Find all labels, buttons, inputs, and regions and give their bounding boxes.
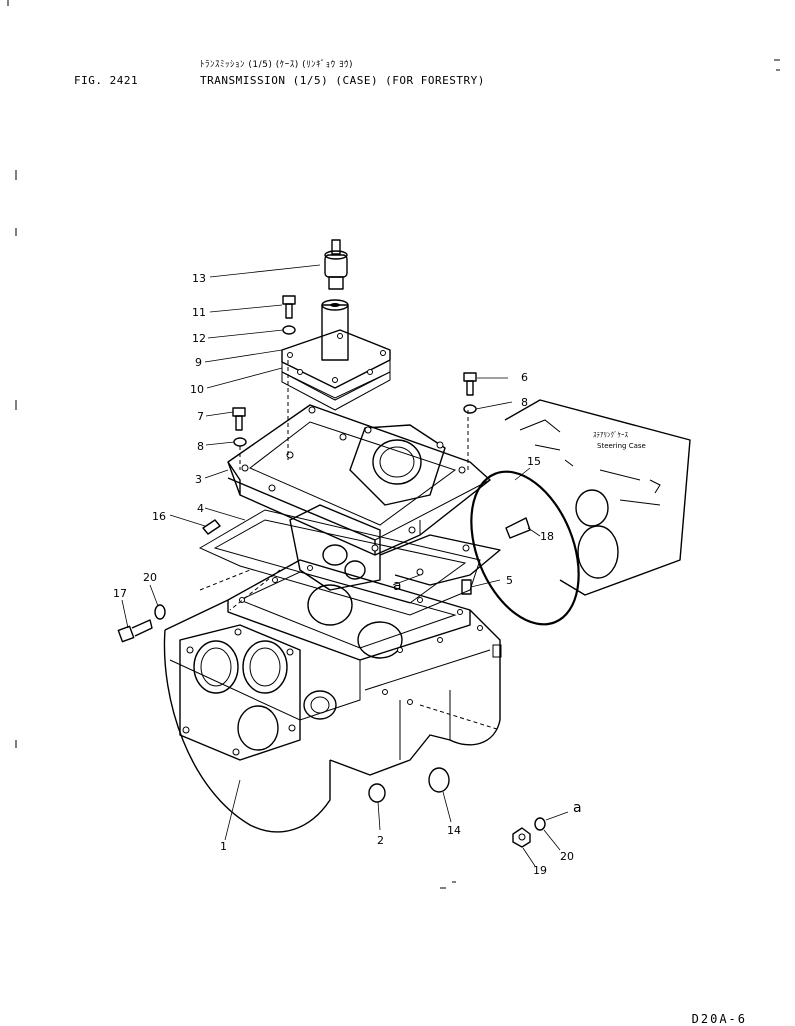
callout-1: 1 bbox=[220, 840, 227, 853]
bolt-11 bbox=[282, 295, 296, 335]
title-japanese: ﾄﾗﾝｽﾐｯｼｮﾝ (1/5) (ｹｰｽ) (ﾘﾝｷﾞｮｳ ﾖｳ) bbox=[200, 60, 353, 70]
callout-8-right: 8 bbox=[521, 396, 528, 409]
callout-20-right: 20 bbox=[560, 850, 574, 863]
callout-a-case: a bbox=[393, 578, 402, 594]
steering-case-label-en: Steering Case bbox=[597, 442, 646, 450]
callout-17: 17 bbox=[113, 587, 127, 600]
bolt-6 bbox=[463, 372, 477, 414]
callout-16: 16 bbox=[152, 510, 166, 523]
scan-specks bbox=[7, 0, 780, 889]
callout-2: 2 bbox=[377, 834, 384, 847]
bolt-7 bbox=[232, 407, 247, 447]
callout-14: 14 bbox=[447, 824, 461, 837]
callout-7: 7 bbox=[197, 410, 204, 423]
callout-8-left: 8 bbox=[197, 440, 204, 453]
callouts: 13 11 12 9 10 7 8 3 16 4 20 17 6 8 15 18… bbox=[113, 272, 582, 877]
loose-small-parts bbox=[368, 767, 546, 848]
leader-lines bbox=[121, 264, 569, 867]
page-code: D20A-6 bbox=[691, 1012, 747, 1026]
callout-10: 10 bbox=[190, 383, 204, 396]
steering-case: ｽﾃｱﾘﾝｸﾞｹｰｽ Steering Case bbox=[504, 399, 691, 596]
callout-11: 11 bbox=[192, 306, 206, 319]
callout-12: 12 bbox=[192, 332, 206, 345]
top-cover bbox=[227, 404, 501, 591]
callout-3: 3 bbox=[195, 473, 202, 486]
title-english: TRANSMISSION (1/5) (CASE) (FOR FORESTRY) bbox=[200, 74, 485, 87]
breather bbox=[324, 239, 348, 290]
callout-4: 4 bbox=[197, 502, 204, 515]
steering-case-label-jp: ｽﾃｱﾘﾝｸﾞｹｰｽ bbox=[593, 431, 628, 439]
callout-19: 19 bbox=[533, 864, 547, 877]
callout-a-nut: a bbox=[573, 800, 582, 816]
transmission-case bbox=[163, 559, 502, 833]
callout-18: 18 bbox=[540, 530, 554, 543]
callout-6: 6 bbox=[521, 371, 528, 384]
callout-13: 13 bbox=[192, 272, 206, 285]
cover-plate bbox=[281, 299, 391, 411]
bolt-17 bbox=[117, 604, 166, 643]
figure-label: FIG. 2421 bbox=[74, 74, 139, 87]
callout-5: 5 bbox=[506, 574, 513, 587]
gasket-lower bbox=[198, 509, 481, 616]
callout-15: 15 bbox=[527, 455, 541, 468]
callout-20-left: 20 bbox=[143, 571, 157, 584]
callout-9: 9 bbox=[195, 356, 202, 369]
